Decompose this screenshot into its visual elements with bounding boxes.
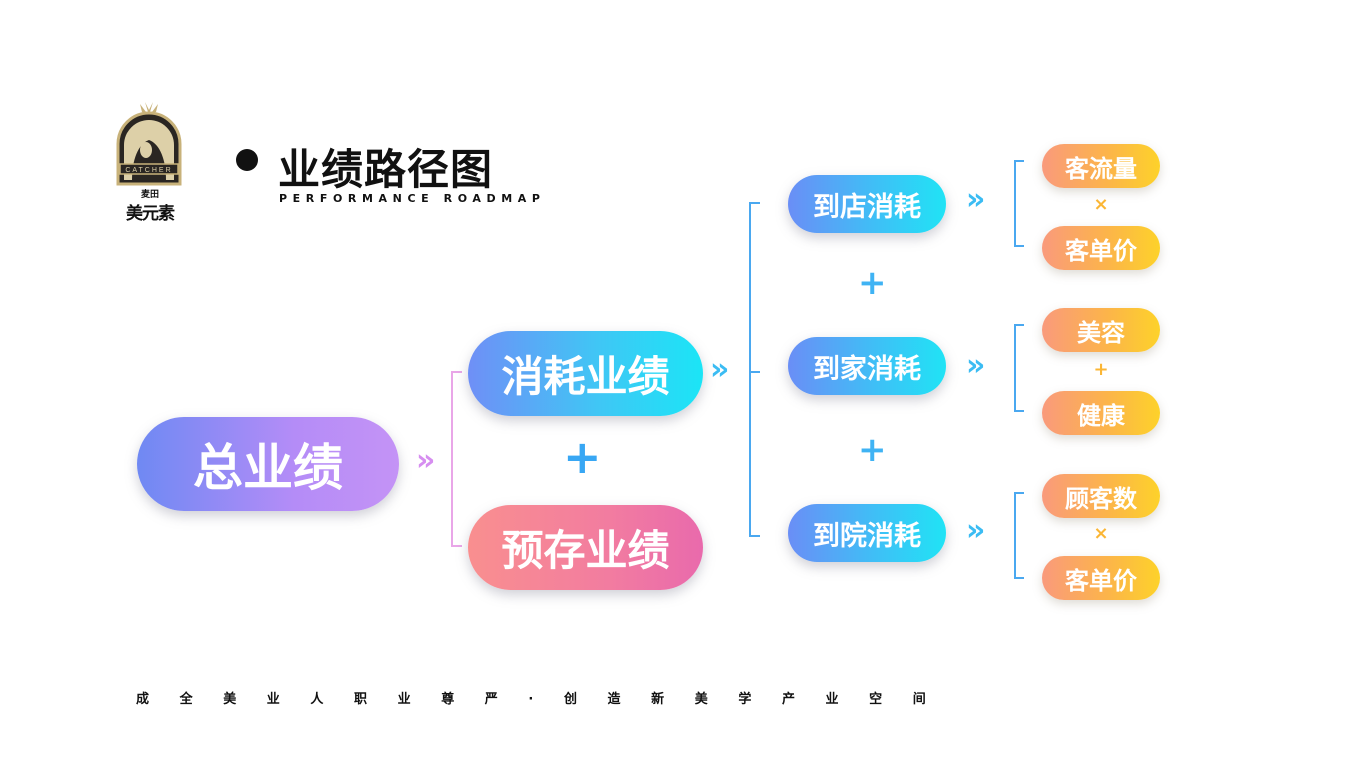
- chevron-right-icon: »: [966, 513, 986, 548]
- node-avg-ticket: 客单价: [1042, 226, 1160, 270]
- chevron-right-icon: »: [966, 182, 986, 217]
- bracket-consume: [749, 202, 760, 537]
- node-total-performance: 总业绩: [137, 417, 399, 511]
- bracket-hospital: [1014, 492, 1024, 579]
- node-hospital-consumption: 到院消耗: [788, 504, 946, 562]
- plus-icon: +: [563, 430, 602, 484]
- node-beauty: 美容: [1042, 308, 1160, 352]
- page-subtitle: PERFORMANCE ROADMAP: [279, 192, 546, 205]
- multiply-icon: ×: [1093, 194, 1109, 215]
- node-customer-count: 顾客数: [1042, 474, 1160, 518]
- plus-icon: +: [858, 263, 887, 303]
- node-in-store-consumption: 到店消耗: [788, 175, 946, 233]
- logo-brand-text: 美元素: [126, 204, 175, 224]
- page-title: 业绩路径图: [278, 145, 494, 194]
- plus-icon: +: [1093, 359, 1109, 380]
- plus-icon: +: [858, 430, 887, 470]
- node-home-consumption: 到家消耗: [788, 337, 946, 395]
- node-consume-performance: 消耗业绩: [468, 331, 703, 416]
- chevron-right-icon: »: [416, 443, 436, 478]
- title-bullet: [236, 149, 258, 171]
- multiply-icon: ×: [1093, 523, 1109, 544]
- footer-slogan: 成全美业人职业尊严·创造新美学产业空间: [136, 692, 957, 707]
- bracket-store: [1014, 160, 1024, 247]
- node-avg-ticket: 客单价: [1042, 556, 1160, 600]
- svg-text:CATCHER: CATCHER: [125, 167, 172, 174]
- node-customer-traffic: 客流量: [1042, 144, 1160, 188]
- bracket-home: [1014, 324, 1024, 412]
- brand-logo: CATCHER: [116, 102, 182, 186]
- chevron-right-icon: »: [710, 352, 730, 387]
- chevron-right-icon: »: [966, 348, 986, 383]
- node-prestore-performance: 预存业绩: [468, 505, 703, 590]
- node-health: 健康: [1042, 391, 1160, 435]
- logo-small-text: 麦田: [140, 190, 159, 200]
- bracket-root: [451, 371, 462, 547]
